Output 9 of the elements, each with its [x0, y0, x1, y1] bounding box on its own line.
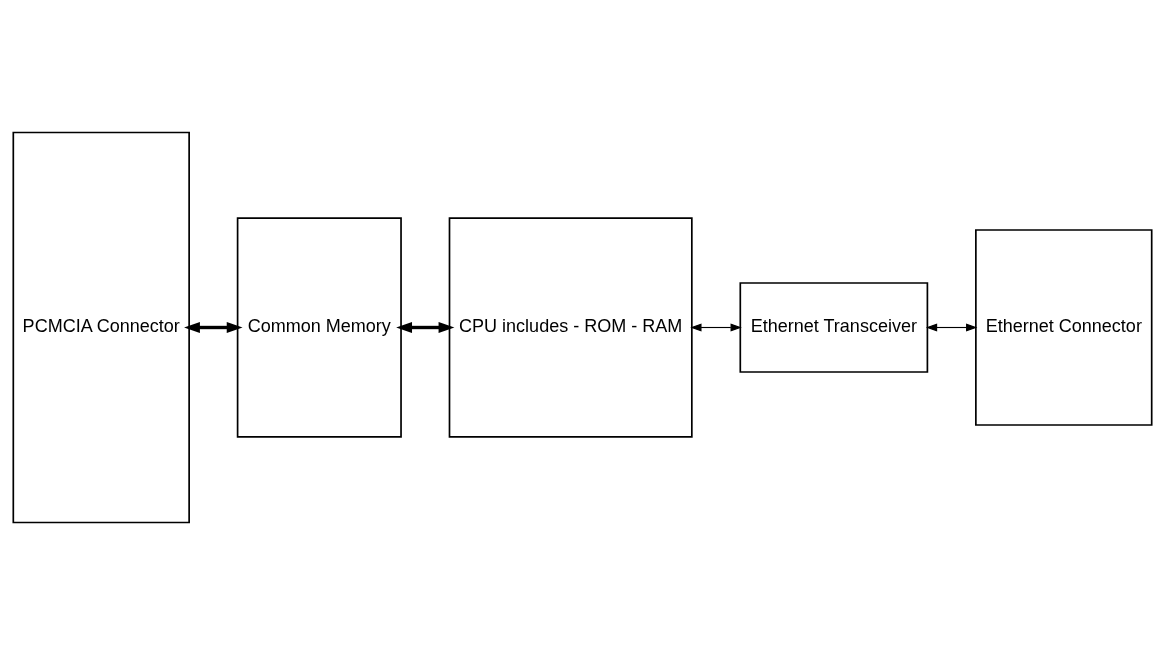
node-box: CPU includes - ROM - RAM — [448, 216, 693, 438]
arrow — [690, 323, 742, 331]
node-box: PCMCIA Connector — [12, 131, 190, 523]
arrow — [184, 321, 243, 333]
node-box: Common Memory — [236, 216, 402, 438]
arrow — [396, 321, 455, 333]
node-box: Ethernet Transceiver — [739, 281, 929, 373]
arrow — [925, 323, 978, 331]
node-box: Ethernet Connector — [975, 228, 1153, 426]
